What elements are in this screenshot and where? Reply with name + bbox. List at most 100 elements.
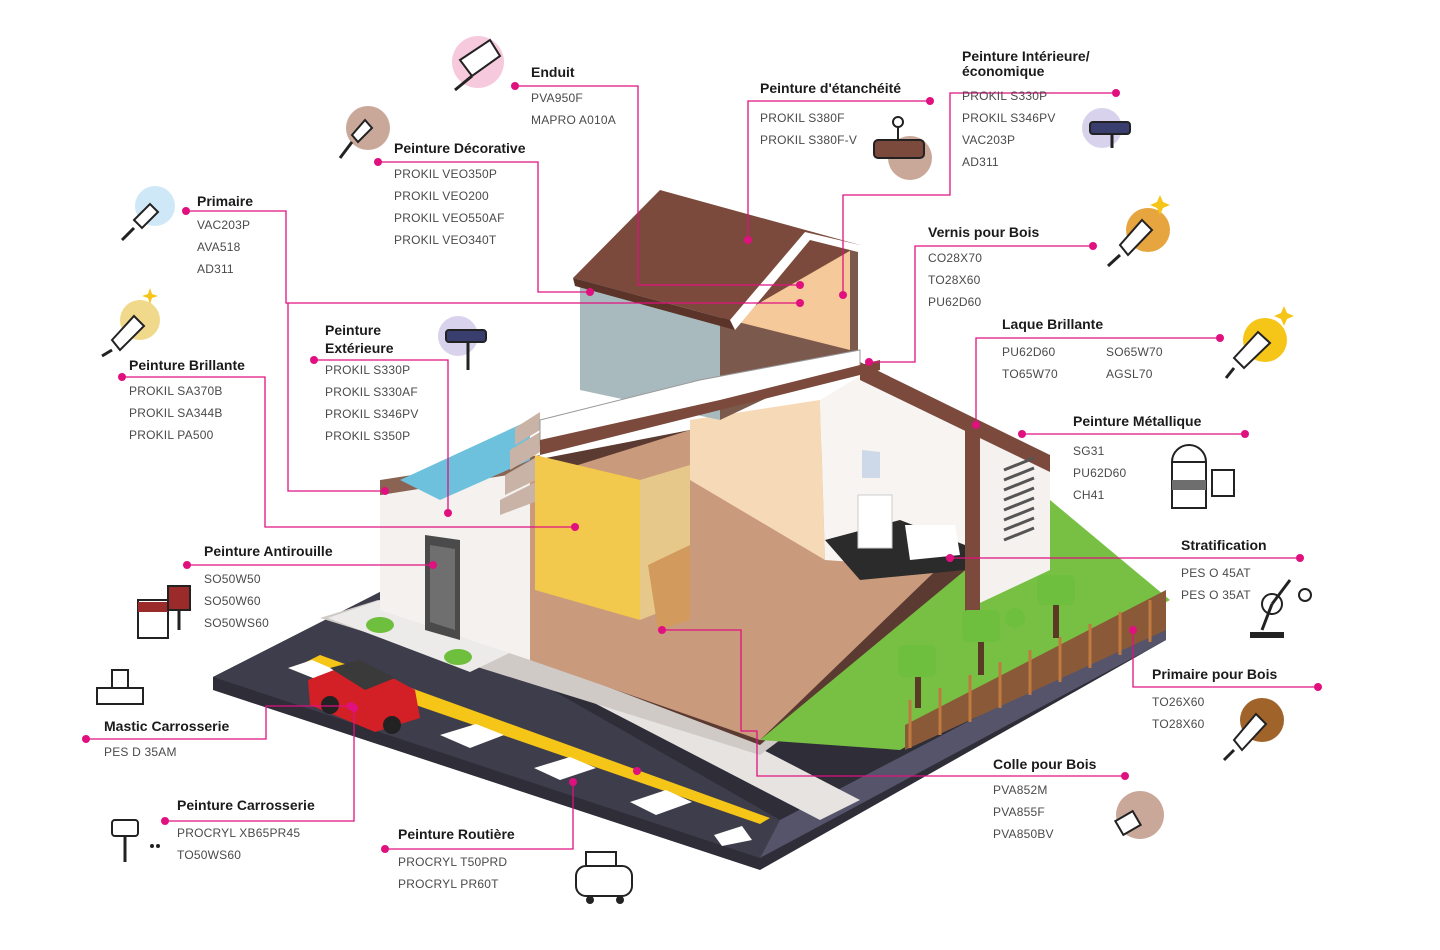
putty-knife-icon	[96, 669, 144, 705]
product-code: PROKIL VEO550AF	[394, 211, 505, 225]
label-colle: Colle pour Bois PVA852M PVA855F PVA850BV	[993, 756, 1096, 845]
product-code: AVA518	[197, 240, 241, 254]
product-code: PES O 45AT	[1181, 566, 1251, 580]
label-title: Primaire pour Bois	[1152, 666, 1278, 682]
label-title: Enduit	[531, 64, 575, 80]
paint-can-brush-icon	[137, 585, 191, 639]
product-code: AGSL70	[1106, 367, 1153, 381]
product-code: PROCRYL XB65PR45	[177, 826, 301, 840]
product-code: TO28X60	[1152, 717, 1205, 731]
product-code: SO50WS60	[204, 616, 269, 630]
sparkle-brush-icon	[1106, 195, 1170, 268]
sparkle-brush-icon	[1224, 306, 1294, 379]
label-laque: Laque Brillante PU62D60 SO65W70 TO65W70 …	[1002, 316, 1186, 385]
product-code: PROKIL VEO200	[394, 189, 489, 203]
product-code: PROKIL SA344B	[129, 406, 223, 420]
product-code: PROCRYL T50PRD	[398, 855, 508, 869]
label-title: Peinture Carrosserie	[177, 797, 315, 813]
right-wall	[860, 362, 1050, 612]
roller-icon	[873, 116, 932, 180]
product-code: PVA950F	[531, 91, 583, 105]
cabinet	[648, 545, 690, 630]
label-primaire: Primaire VAC203P AVA518 AD311	[197, 193, 253, 280]
product-code: PROKIL SA370B	[129, 384, 223, 398]
product-code: TO50WS60	[177, 848, 242, 862]
label-title: Primaire	[197, 193, 254, 209]
label-vernis: Vernis pour Bois CO28X70 TO28X60 PU62D60	[928, 224, 1039, 313]
label-brillante: Peinture Brillante PROKIL SA370B PROKIL …	[129, 357, 245, 446]
brush-icon	[338, 106, 390, 159]
product-code: PU62D60	[1002, 345, 1056, 359]
product-code: VAC203P	[197, 218, 251, 232]
label-title: Laque Brillante	[1002, 316, 1104, 332]
paint-roller-icon	[438, 316, 487, 370]
garden	[366, 575, 1166, 750]
label-title: Peinture Routière	[398, 826, 515, 842]
label-interieure: Peinture Intérieure/ économique PROKIL S…	[962, 49, 1122, 173]
product-code: PROKIL PA500	[129, 428, 214, 442]
label-title: Peinture d'étanchéité	[760, 80, 902, 96]
label-title: Peinture Intérieure/ économique	[962, 48, 1090, 79]
product-code: MAPRO A010A	[531, 113, 616, 127]
product-code: AD311	[197, 262, 234, 276]
product-code: PROCRYL PR60T	[398, 877, 499, 891]
product-code: PU62D60	[1073, 466, 1127, 480]
product-code: TO28X60	[928, 273, 981, 287]
product-code: TO65W70	[1002, 367, 1058, 381]
product-code: PROKIL VEO350P	[394, 167, 498, 181]
product-code: PROKIL S330P	[325, 363, 411, 377]
label-title: Mastic Carrosserie	[104, 718, 230, 734]
product-code: PVA852M	[993, 783, 1048, 797]
red-car	[308, 660, 420, 734]
interior-room	[690, 370, 965, 580]
product-code: CO28X70	[928, 251, 983, 265]
robot-arm-icon	[1250, 579, 1312, 638]
label-etancheite: Peinture d'étanchéité PROKIL S380F PROKI…	[760, 80, 901, 151]
label-antirouille: Peinture Antirouille SO50W50 SO50W60 SO5…	[204, 543, 333, 634]
label-exterieure: Peinture Extérieure PROKIL S330P PROKIL …	[325, 321, 419, 447]
label-stratification: Stratification PES O 45AT PES O 35AT	[1181, 537, 1267, 606]
product-code: SO65W70	[1106, 345, 1163, 359]
product-code: PROKIL VEO340T	[394, 233, 497, 247]
brush-icon	[120, 186, 175, 242]
product-code: VAC203P	[962, 133, 1016, 147]
roof	[573, 190, 860, 330]
label-decorative: Peinture Décorative PROKIL VEO350P PROKI…	[394, 140, 526, 251]
yellow-wall	[535, 455, 640, 620]
product-code: SG31	[1073, 444, 1105, 458]
stairs	[500, 412, 540, 515]
spray-gun-icon	[111, 819, 160, 862]
pool	[400, 420, 530, 500]
product-code: PES D 35AM	[104, 745, 177, 759]
product-code: PU62D60	[928, 295, 982, 309]
brush-icon	[1222, 698, 1284, 762]
product-code: PROKIL S350P	[325, 429, 411, 443]
paint-can-brush-icon	[1171, 444, 1235, 509]
product-code: PROKIL S330AF	[325, 385, 418, 399]
product-code: CH41	[1073, 488, 1105, 502]
label-title: Peinture Métallique	[1073, 413, 1202, 429]
product-code: PES O 35AT	[1181, 588, 1251, 602]
spatula-icon	[452, 36, 504, 92]
label-enduit: Enduit PVA950F MAPRO A010A	[531, 64, 616, 131]
product-code: PROKIL S346PV	[962, 111, 1056, 125]
label-routiere: Peinture Routière PROCRYL T50PRD PROCRYL…	[398, 826, 515, 895]
label-carrosserie: Peinture Carrosserie PROCRYL XB65PR45 TO…	[177, 797, 315, 866]
product-code: TO26X60	[1152, 695, 1205, 709]
product-code: PVA850BV	[993, 827, 1054, 841]
label-metallique: Peinture Métallique SG31 PU62D60 CH41	[1073, 413, 1201, 506]
paint-roller-icon	[1082, 108, 1131, 148]
product-code: PROKIL S346PV	[325, 407, 419, 421]
label-title: Peinture Brillante	[129, 357, 245, 373]
label-primaire-bois: Primaire pour Bois TO26X60 TO28X60	[1152, 666, 1277, 735]
label-title: Peinture Antirouille	[204, 543, 333, 559]
label-title: Vernis pour Bois	[928, 224, 1040, 240]
label-title: Peinture Extérieure	[325, 322, 394, 356]
label-mastic: Mastic Carrosserie PES D 35AM	[104, 718, 229, 763]
sparkle-brush-icon	[101, 288, 160, 358]
glue-bottle-icon	[1113, 791, 1164, 839]
product-code: SO50W60	[204, 594, 261, 608]
